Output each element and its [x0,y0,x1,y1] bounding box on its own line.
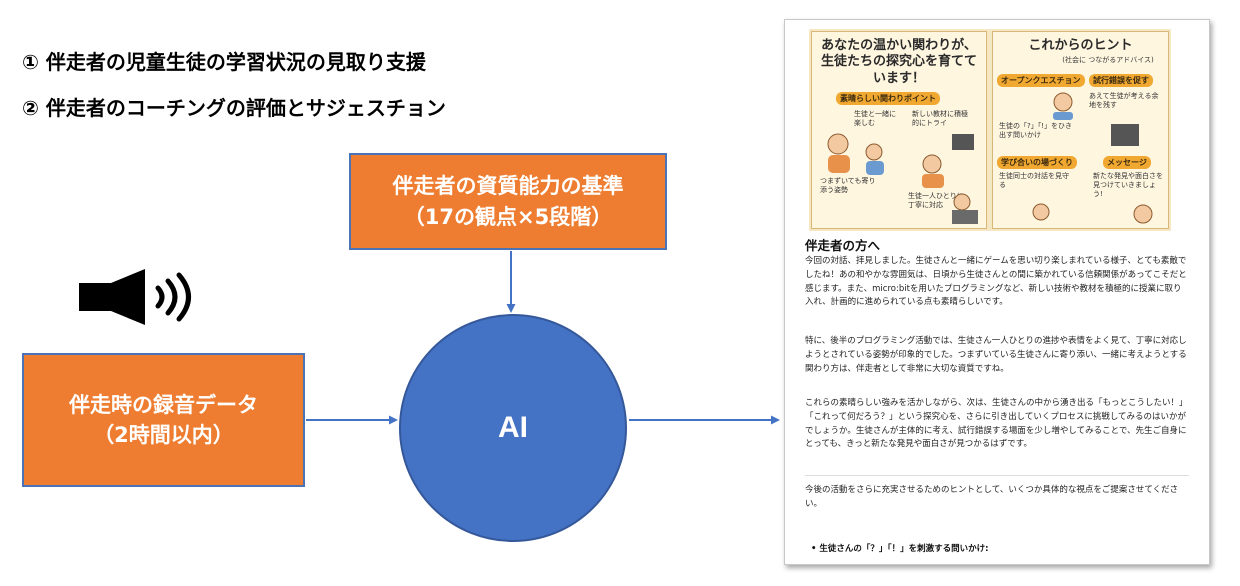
ai-circle: AI [399,314,627,542]
heading-1: ① 伴走者の児童生徒の学習状況の見取り支援 [22,50,426,74]
illustration-teacher-icon [1032,92,1153,224]
document-paragraph: 今後の活動をさらに充実させるためのヒントとして、いくつか具体的な視点をご提案させ… [805,485,1179,509]
audio-subtitle: （2時間以内） [93,423,234,447]
illustration-note: 生徒の「?」「!」をひき出す問いかけ [999,122,1073,139]
criteria-subtitle: （17の観点×5段階） [403,204,613,229]
audio-title: 伴走時の録音データ [69,392,258,417]
speaker-sound-icon [79,269,191,325]
illustration-left-panel: あなたの温かい関わりが、生徒たちの探究心を育てています！ 素晴らしい関わりポイン… [811,31,987,229]
document-divider [805,475,1189,476]
illustration-note: つまずいても寄り添う姿勢 [820,177,876,194]
illustration-tag: メッセージ [1103,156,1151,169]
document-paragraph: 特に、後半のプログラミング活動では、生徒さん一人ひとりの進捗や表情をよく見て、丁… [805,336,1187,374]
document-paragraph: これらの素晴らしい強みを活かしながら、次は、生徒さんの中から湧き出る「もっとこう… [805,398,1188,450]
illustration-note: 生徒と一緒に楽しむ [854,110,896,127]
illustration-right-subtitle: (社会に つながるアドバイス) [1062,56,1154,64]
illustration-left-title: あなたの温かい関わりが、生徒たちの探究心を育てています！ [820,38,977,86]
illustration-note: 生徒同士の対話を見守る [999,172,1069,189]
illustration-tag: 試行錯誤を促す [1089,74,1153,87]
document-bullet: • 生徒さんの「？」「！」を刺激する問いかけ: [811,544,989,554]
illustration-tag: 学び合いの場づくり [997,156,1077,169]
criteria-title: 伴走者の資質能力の基準 [392,174,624,199]
illustration-people-icon [827,133,978,224]
criteria-box: 伴走者の資質能力の基準 （17の観点×5段階） [349,153,667,250]
document-bullet-text: 生徒さんの「？」「！」を刺激する問いかけ: [819,544,989,554]
document-paragraph: 今回の対話、拝見しました。生徒さんと一緒にゲームを思い切り楽しまれている様子、と… [805,256,1187,308]
illustration-note: 新たな発見や面白さを見つけていきましょう! [1093,172,1163,198]
illustration-tag: オープンクエスチョン [997,74,1085,87]
illustration-left-tag: 素晴らしい関わりポイント [836,92,940,105]
heading-2: ② 伴走者のコーチングの評価とサジェスチョン [22,96,446,120]
feedback-illustration: あなたの温かい関わりが、生徒たちの探究心を育てています！ 素晴らしい関わりポイン… [809,29,1171,231]
ai-label: AI [498,411,528,444]
feedback-document: あなたの温かい関わりが、生徒たちの探究心を育てています！ 素晴らしい関わりポイン… [784,19,1210,565]
illustration-right-title: これからのヒント [1028,38,1133,53]
illustration-note: 生徒一人ひとりに丁寧に対応 [908,192,964,209]
illustration-right-panel: これからのヒント (社会に つながるアドバイス) オープンクエスチョン 試行錯誤… [992,31,1169,229]
illustration-note: 新しい教材に積極的にトライ [912,110,968,127]
illustration-note: あえて生徒が考える余地を残す [1089,92,1159,109]
document-heading: 伴走者の方へ [805,238,881,253]
audio-data-box: 伴走時の録音データ （2時間以内） [22,353,305,487]
